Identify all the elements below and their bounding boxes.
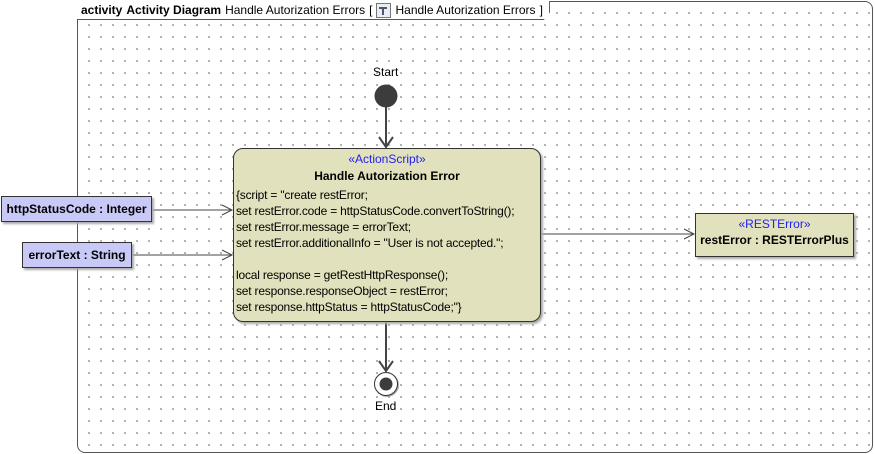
control-flow-start — [378, 107, 394, 149]
output-object-resterror[interactable]: «RESTError» restError : RESTErrorPlus — [695, 213, 854, 257]
end-label: End — [375, 399, 397, 413]
diagram-title-tab: activity Activity Diagram Handle Autoriz… — [77, 1, 550, 20]
action-script: {script = "create restError; set restErr… — [236, 188, 515, 314]
final-node — [374, 372, 399, 397]
frame-type: Activity Diagram — [126, 3, 222, 17]
object-flow-errortext — [132, 249, 234, 261]
object-name: restError : RESTErrorPlus — [700, 233, 849, 247]
input-pin-errortext[interactable]: errorText : String — [22, 242, 132, 268]
activity-diagram-icon — [376, 3, 391, 18]
action-handle-autorization-error[interactable]: «ActionScript» Handle Autorization Error… — [233, 148, 541, 322]
action-stereotype: «ActionScript» — [348, 152, 426, 166]
frame-kind: activity — [81, 3, 123, 17]
initial-node — [374, 84, 398, 108]
bracket-open: [ — [369, 3, 373, 17]
bracket-close: ] — [539, 3, 543, 17]
object-stereotype: «RESTError» — [738, 217, 811, 231]
control-flow-end — [378, 322, 394, 373]
object-flow-httpstatuscode — [152, 204, 234, 216]
input-pin-httpstatuscode[interactable]: httpStatusCode : Integer — [1, 196, 152, 222]
object-flow-resterror — [540, 228, 696, 240]
start-label: Start — [373, 65, 399, 79]
action-name: Handle Autorization Error — [314, 169, 460, 183]
diagram-reference[interactable]: Handle Autorization Errors — [395, 3, 536, 17]
frame-name: Handle Autorization Errors — [225, 3, 366, 17]
